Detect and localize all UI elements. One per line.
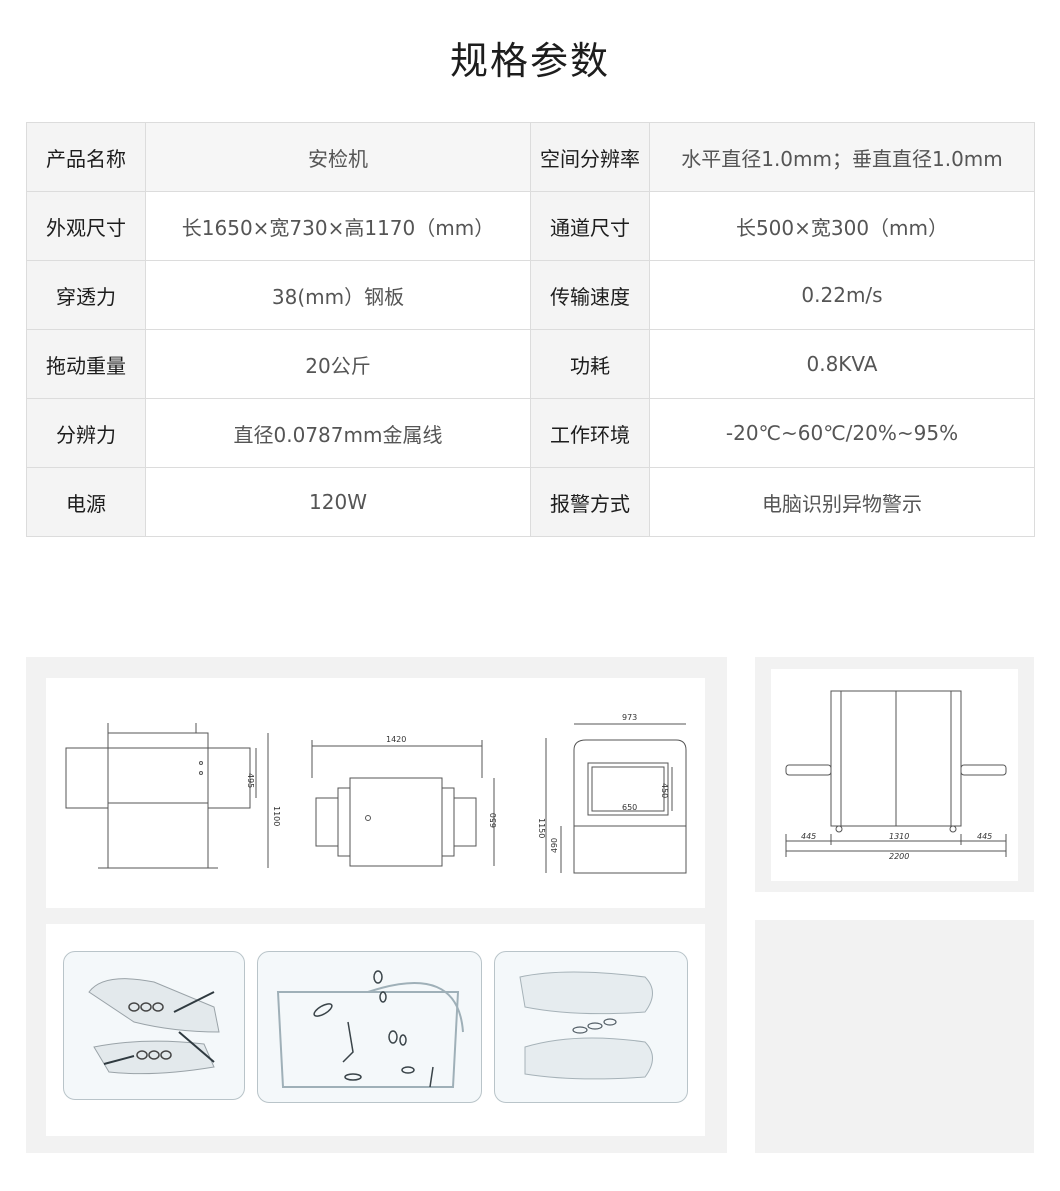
spec-value: 长500×宽300（mm）	[649, 191, 1035, 261]
spec-value: 20公斤	[145, 329, 531, 399]
overall-left-label: 445	[801, 832, 816, 841]
overall-view-card: 445 1310 445 2200	[771, 669, 1018, 881]
spec-label: 通道尺寸	[530, 191, 650, 261]
spec-row: 电源 120W 报警方式 电脑识别异物警示	[26, 467, 1035, 537]
front-width-label: 973	[622, 713, 637, 722]
spec-label: 传输速度	[530, 260, 650, 330]
spec-value: 0.8KVA	[649, 329, 1035, 399]
spec-label: 外观尺寸	[26, 191, 146, 261]
xray-image-shoes	[494, 951, 688, 1103]
front-height-label: 1150	[537, 818, 546, 838]
spec-value: 0.22m/s	[649, 260, 1035, 330]
spec-row: 穿透力 38(mm）钢板 传输速度 0.22m/s	[26, 260, 1035, 330]
dimension-drawings-card: 1100 495 1420 650 973 1150 650 450 490	[46, 678, 705, 908]
spec-label: 空间分辨率	[530, 122, 650, 192]
empty-panel	[755, 920, 1034, 1153]
spec-value: 电脑识别异物警示	[649, 467, 1035, 537]
page-title: 规格参数	[449, 39, 610, 83]
spec-row: 拖动重量 20公斤 功耗 0.8KVA	[26, 329, 1035, 399]
overall-view-drawing: 445 1310 445 2200	[785, 690, 1007, 861]
side-view-drawing	[65, 723, 269, 869]
spec-row: 分辨力 直径0.0787mm金属线 工作环境 -20℃~60℃/20%~95%	[26, 398, 1035, 468]
spec-value: 水平直径1.0mm；垂直直径1.0mm	[649, 122, 1035, 192]
spec-label: 电源	[26, 467, 146, 537]
side-height-label: 1100	[272, 806, 281, 826]
spec-value: 安检机	[145, 122, 531, 192]
spec-value: -20℃~60℃/20%~95%	[649, 398, 1035, 468]
front-tunnel-h-label: 450	[660, 783, 669, 798]
overall-right-label: 445	[977, 832, 992, 841]
spec-row: 产品名称 安检机 空间分辨率 水平直径1.0mm；垂直直径1.0mm	[26, 122, 1035, 192]
spec-label: 功耗	[530, 329, 650, 399]
overall-total-label: 2200	[889, 852, 909, 861]
front-view-drawing	[545, 723, 687, 874]
front-tunnel-w-label: 650	[622, 803, 637, 812]
spec-value: 长1650×宽730×高1170（mm）	[145, 191, 531, 261]
side-tunnel-label: 495	[246, 773, 255, 788]
spec-table: 产品名称 安检机 空间分辨率 水平直径1.0mm；垂直直径1.0mm 外观尺寸 …	[26, 122, 1035, 537]
spec-row: 外观尺寸 长1650×宽730×高1170（mm） 通道尺寸 长500×宽300…	[26, 191, 1035, 261]
top-width-label: 650	[489, 813, 498, 828]
front-base-label: 490	[550, 838, 559, 853]
spec-value: 120W	[145, 467, 531, 537]
xray-image-heels	[63, 951, 245, 1100]
spec-label: 工作环境	[530, 398, 650, 468]
spec-value: 直径0.0787mm金属线	[145, 398, 531, 468]
spec-label: 分辨力	[26, 398, 146, 468]
spec-value: 38(mm）钢板	[145, 260, 531, 330]
overall-mid-label: 1310	[889, 832, 909, 841]
xray-image-bag	[257, 951, 482, 1103]
spec-label: 产品名称	[26, 122, 146, 192]
spec-label: 报警方式	[530, 467, 650, 537]
spec-label: 穿透力	[26, 260, 146, 330]
spec-label: 拖动重量	[26, 329, 146, 399]
top-view-drawing	[311, 740, 495, 867]
top-length-label: 1420	[386, 735, 406, 744]
xray-images-card	[46, 924, 705, 1136]
dimension-drawings: 1100 495 1420 650 973 1150 650 450 490	[65, 713, 687, 874]
